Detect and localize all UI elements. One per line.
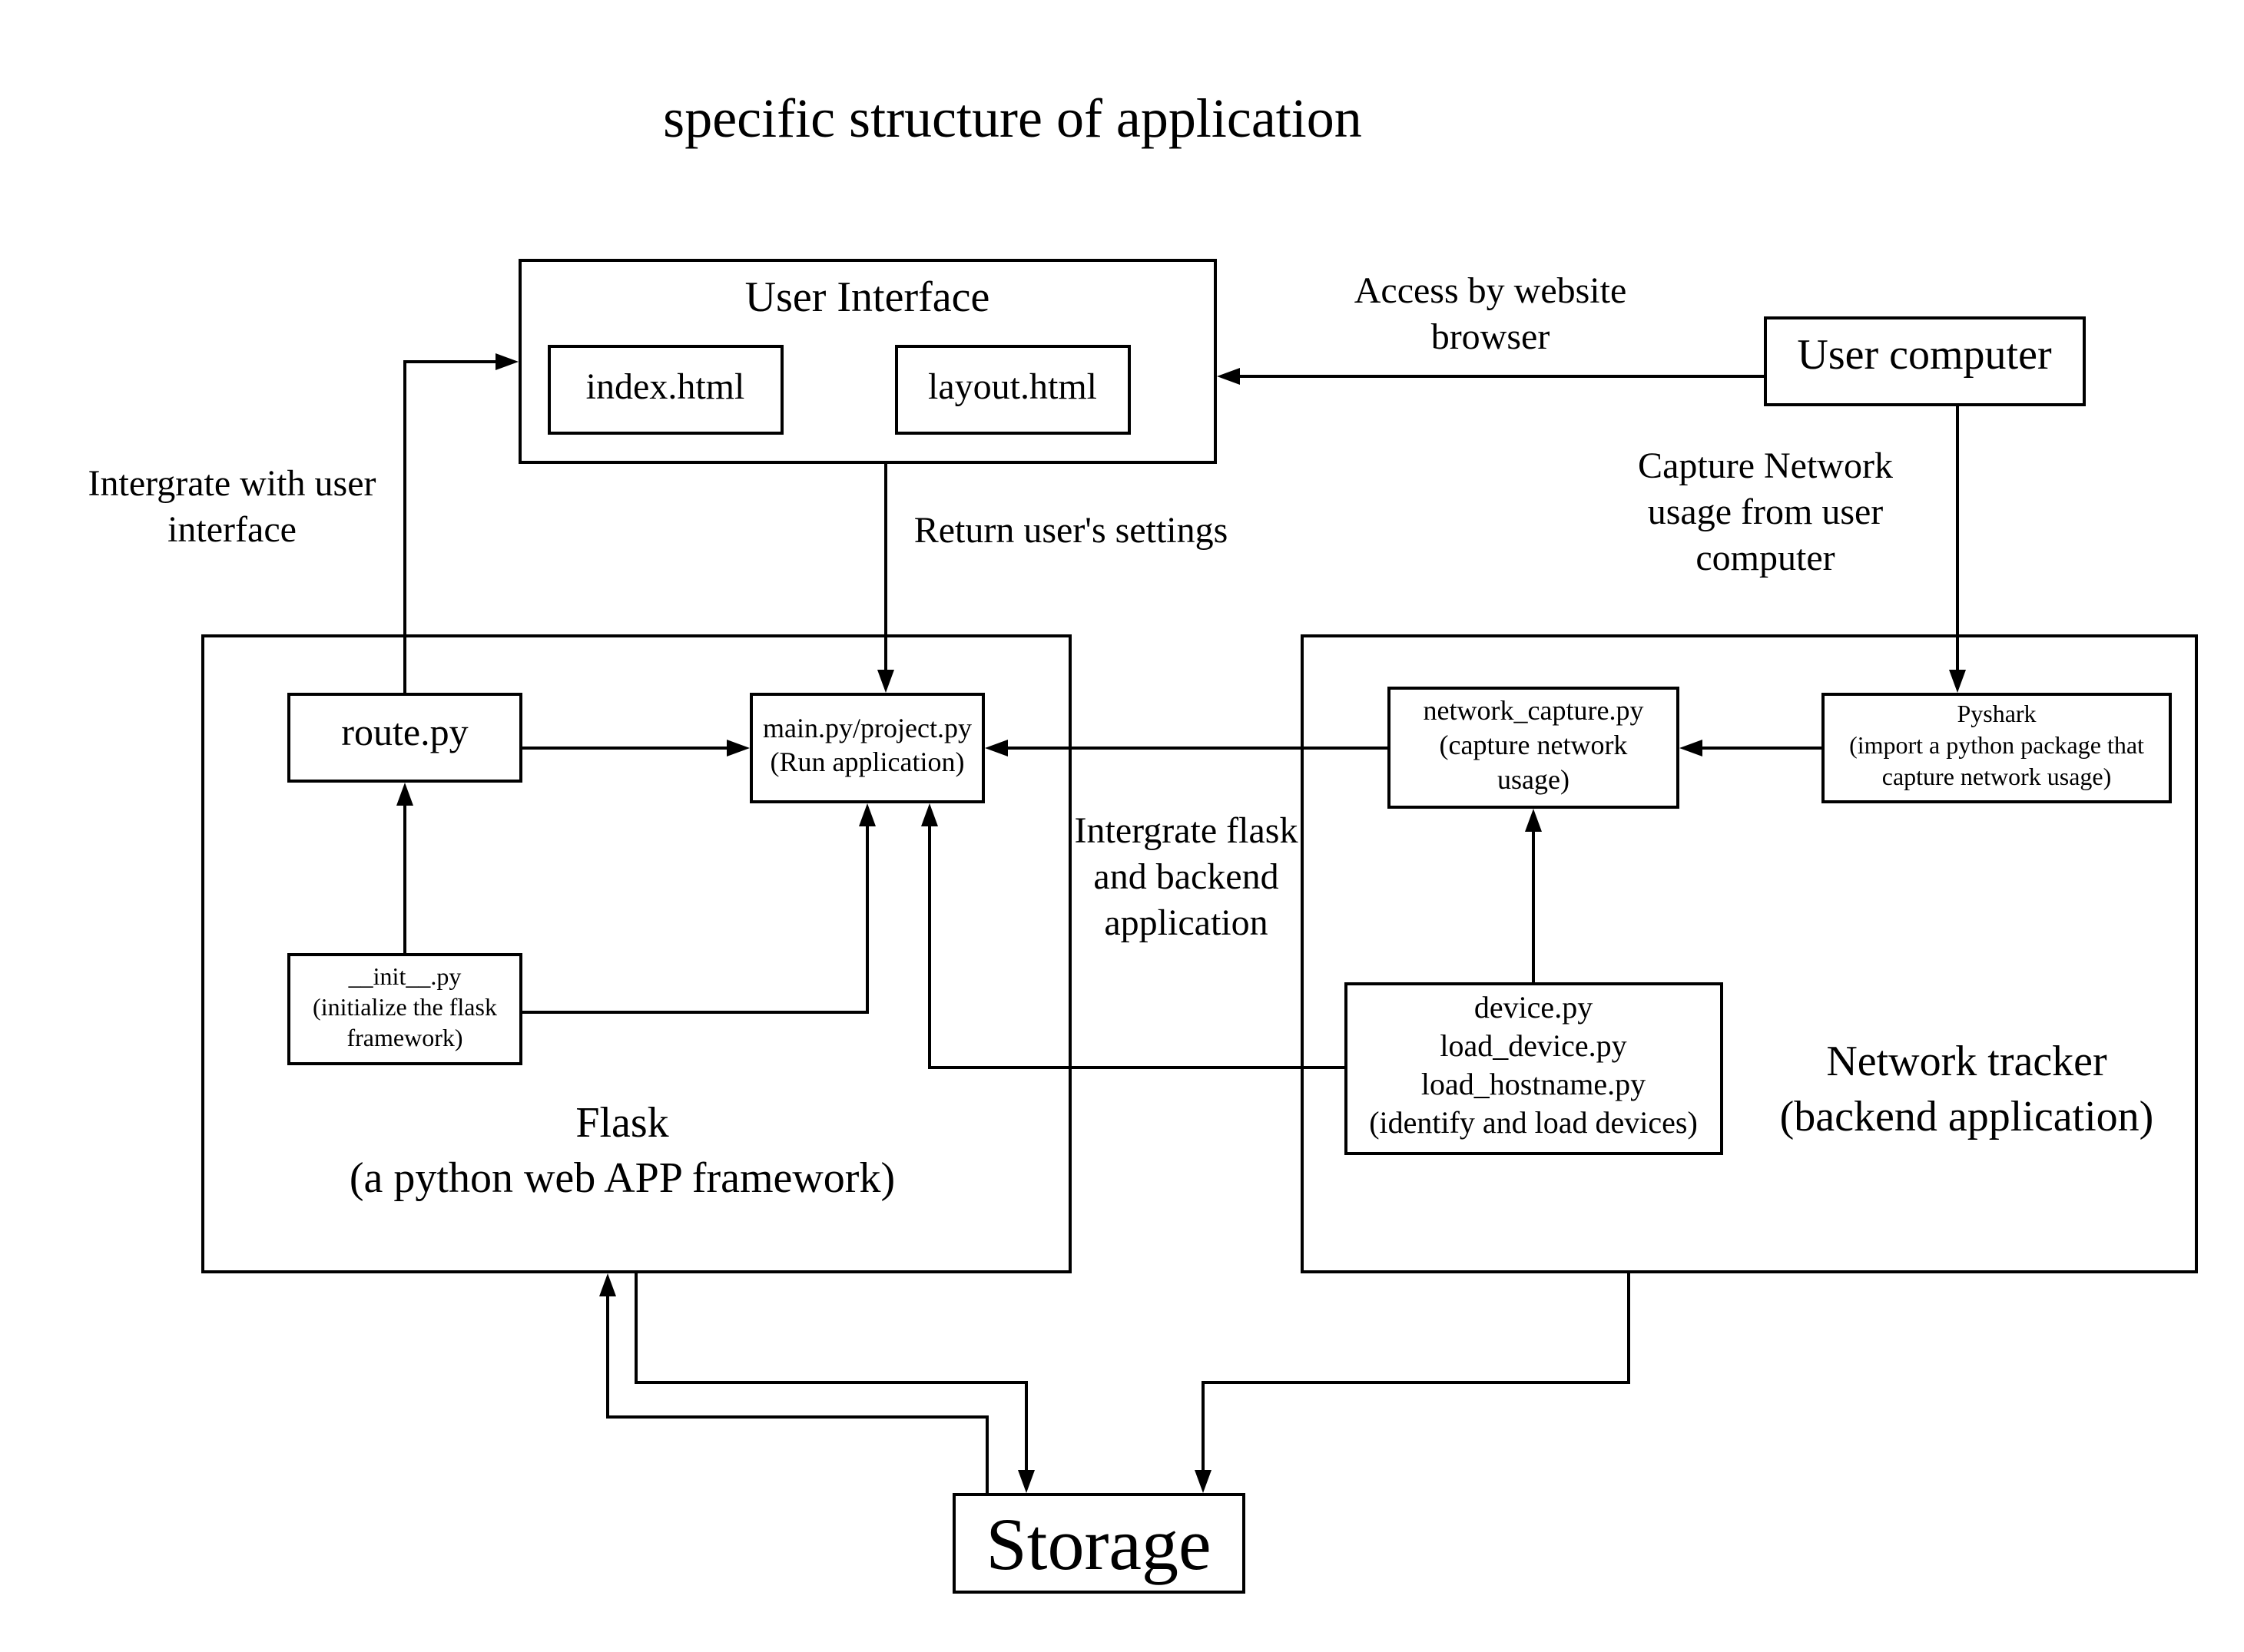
layout-html-box: layout.html <box>895 345 1131 435</box>
network-capture-box: network_capture.py (capture network usag… <box>1387 687 1679 809</box>
flask-label-line1: Flask <box>575 1099 668 1147</box>
edge-storage-to-flask <box>599 1273 989 1495</box>
init-py-line3: framework) <box>346 1024 462 1051</box>
edge-pyshark-to-network-capture <box>1679 740 1823 756</box>
device-py-box: device.py load_device.py load_hostname.p… <box>1344 982 1723 1155</box>
edge-route-to-main <box>521 740 750 756</box>
edge-flask-to-storage <box>635 1272 1035 1493</box>
device-py-line1: device.py <box>1474 990 1593 1025</box>
main-py-line2: (Run application) <box>771 747 965 777</box>
device-py-line3: load_hostname.py <box>1421 1067 1646 1101</box>
edge-network-capture-to-main <box>985 740 1389 756</box>
edge-device-to-main <box>921 803 1346 1069</box>
route-py-box: route.py <box>287 693 522 783</box>
edge-user-computer-to-pyshark <box>1949 405 1966 693</box>
pyshark-line2: (import a python package that <box>1849 731 2144 759</box>
pyshark-line1: Pyshark <box>1957 700 2036 727</box>
diagram-title: specific structure of application <box>663 88 1362 149</box>
edge-user-computer-to-ui <box>1217 368 1765 385</box>
user-computer-box: User computer <box>1764 316 2086 406</box>
index-html-label: index.html <box>586 366 745 407</box>
pyshark-line3: capture network usage) <box>1882 763 2112 790</box>
network-capture-line1: network_capture.py <box>1424 695 1644 726</box>
edge-ui-to-main <box>877 462 894 693</box>
flask-label-line2: (a python web APP framework) <box>350 1154 895 1202</box>
edge-route-to-ui <box>403 353 519 694</box>
integrate-ui-label-line2: interface <box>167 509 297 550</box>
edge-network-tracker-to-storage <box>1195 1272 1630 1493</box>
device-py-line4: (identify and load devices) <box>1369 1105 1698 1140</box>
capture-usage-label-line3: computer <box>1695 538 1835 578</box>
user-interface-label: User Interface <box>745 273 990 321</box>
pyshark-box: Pyshark (import a python package that ca… <box>1821 693 2172 803</box>
storage-label: Storage <box>986 1503 1211 1585</box>
network-capture-line2: (capture network <box>1440 730 1628 760</box>
device-py-line2: load_device.py <box>1440 1028 1626 1063</box>
edge-init-to-main <box>521 803 876 1014</box>
edge-init-to-route <box>396 783 413 955</box>
storage-box: Storage <box>953 1493 1245 1594</box>
route-py-label: route.py <box>341 710 468 753</box>
init-py-box: __init__.py (initialize the flask framew… <box>287 953 522 1065</box>
access-label-line2: browser <box>1431 316 1550 357</box>
init-py-line2: (initialize the flask <box>313 993 497 1021</box>
network-tracker-label-line2: (backend application) <box>1780 1093 2154 1141</box>
integrate-backend-label-line2: and backend <box>1093 856 1278 897</box>
return-settings-label: Return user's settings <box>914 510 1228 551</box>
access-label-line1: Access by website <box>1354 270 1627 311</box>
edge-device-to-network-capture <box>1525 809 1542 984</box>
capture-usage-label-line2: usage from user <box>1648 492 1884 532</box>
layout-html-label: layout.html <box>928 366 1097 407</box>
integrate-backend-label-line1: Intergrate flask <box>1075 810 1298 851</box>
capture-usage-label-line1: Capture Network <box>1638 445 1893 486</box>
network-tracker-label-line1: Network tracker <box>1826 1038 2107 1085</box>
integrate-backend-label-line3: application <box>1104 902 1268 943</box>
main-py-box: main.py/project.py (Run application) <box>750 693 985 803</box>
init-py-line1: __init__.py <box>348 962 462 990</box>
main-py-line1: main.py/project.py <box>763 713 972 743</box>
integrate-ui-label-line1: Intergrate with user <box>88 463 376 504</box>
network-capture-line3: usage) <box>1497 764 1569 795</box>
user-computer-label: User computer <box>1797 331 2052 379</box>
index-html-box: index.html <box>548 345 784 435</box>
